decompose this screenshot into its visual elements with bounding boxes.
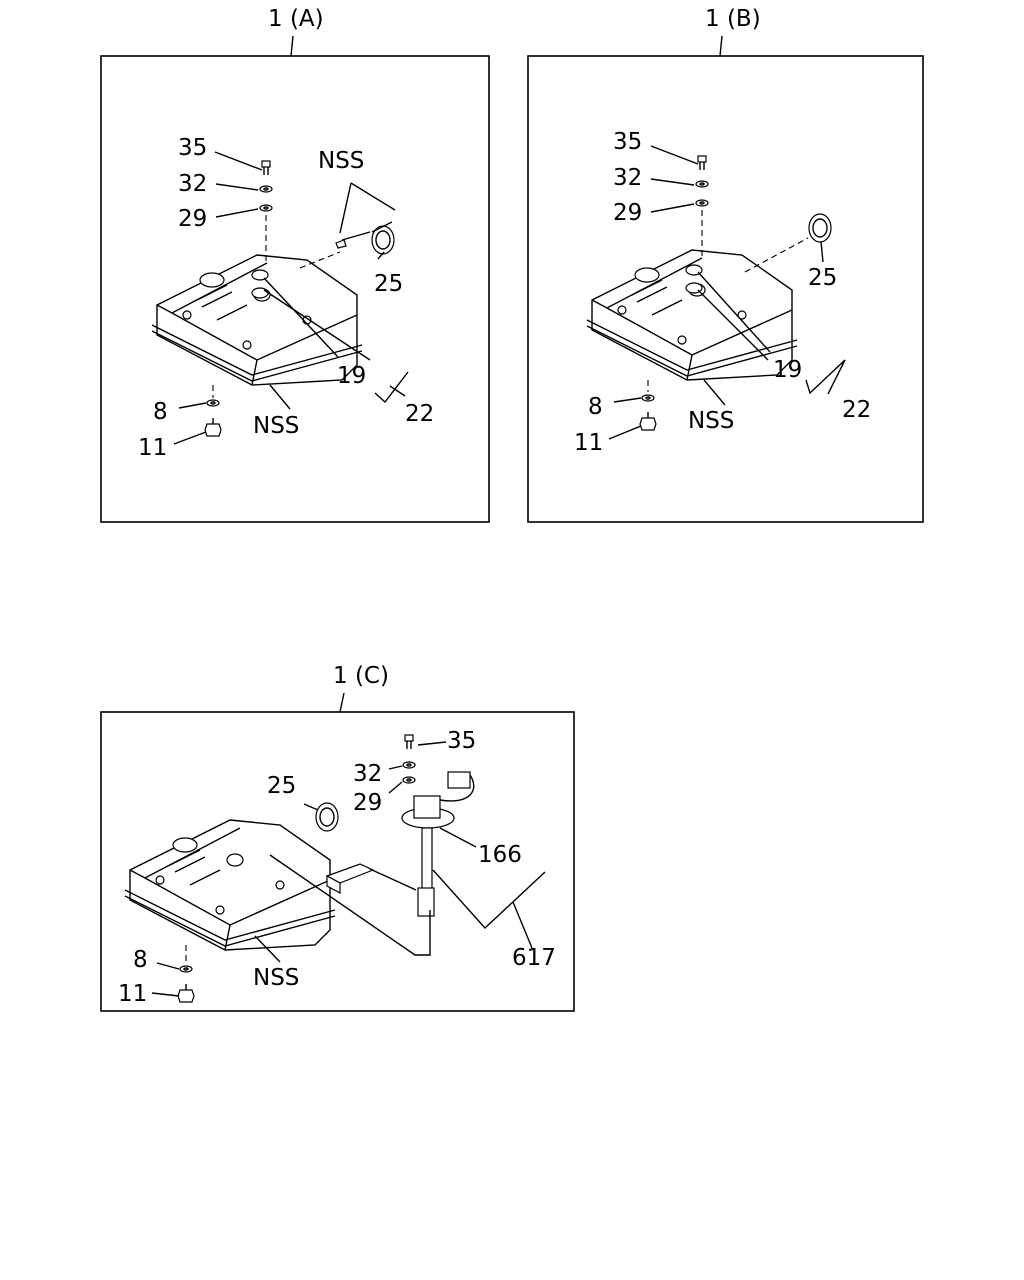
label-35-b: 35 xyxy=(613,129,642,155)
label-35-a: 35 xyxy=(178,135,207,161)
label-19-b: 19 xyxy=(773,357,802,383)
label-25-c: 25 xyxy=(267,773,296,799)
washer-8-b xyxy=(641,394,655,402)
washer-32-c xyxy=(402,761,416,769)
grommet-25-c xyxy=(315,802,339,832)
label-8-c: 8 xyxy=(133,947,148,973)
label-nss-top-a: NSS xyxy=(318,148,364,174)
label-11-b: 11 xyxy=(574,430,603,456)
label-32-c: 32 xyxy=(353,761,382,787)
washer-8-c xyxy=(179,965,193,973)
washer-32-b xyxy=(695,180,709,188)
nut-11-c xyxy=(177,983,195,1003)
label-29-a: 29 xyxy=(178,206,207,232)
washer-8-a xyxy=(206,399,220,407)
fuel-pump-unit-166 xyxy=(401,771,475,917)
label-19-a: 19 xyxy=(337,363,366,389)
fuel-tank-c xyxy=(124,819,336,951)
diagram-b: 1 (B) 35 32 29 25 19 22 8 11 xyxy=(527,6,924,523)
float-617 xyxy=(325,863,417,895)
label-29-c: 29 xyxy=(353,790,382,816)
label-22-a: 22 xyxy=(405,401,434,427)
diagram-b-title: 1 (B) xyxy=(705,6,761,32)
diagram-a: 1 (A) 35 32 29 NSS 25 1 xyxy=(100,6,490,523)
label-8-a: 8 xyxy=(153,399,168,425)
label-166-c: 166 xyxy=(478,842,522,868)
label-32-a: 32 xyxy=(178,171,207,197)
bolt-35-a xyxy=(261,160,271,176)
label-nss-bottom-a: NSS xyxy=(253,413,299,439)
washer-32-a xyxy=(259,185,273,193)
label-35-c: 35 xyxy=(447,728,476,754)
grommet-25-b xyxy=(808,213,832,243)
diagram-c: 1 (C) xyxy=(100,663,575,1012)
washer-29-a xyxy=(259,204,273,212)
label-8-b: 8 xyxy=(588,394,603,420)
washer-29-c xyxy=(402,776,416,784)
diagram-a-frame xyxy=(100,55,490,523)
label-nss-bottom-b: NSS xyxy=(688,408,734,434)
bolt-35-c xyxy=(404,734,414,750)
label-617-c: 617 xyxy=(512,945,556,971)
diagram-b-frame xyxy=(527,55,924,523)
label-25-a: 25 xyxy=(374,271,403,297)
washer-29-b xyxy=(695,199,709,207)
nut-11-b xyxy=(639,411,657,431)
label-25-b: 25 xyxy=(808,265,837,291)
label-nss-bottom-c: NSS xyxy=(253,965,299,991)
bolt-35-b xyxy=(697,155,707,171)
label-22-b: 22 xyxy=(842,397,871,423)
nut-11-a xyxy=(204,417,222,437)
diagram-a-title: 1 (A) xyxy=(268,6,324,32)
label-11-c: 11 xyxy=(118,981,147,1007)
label-32-b: 32 xyxy=(613,165,642,191)
label-29-b: 29 xyxy=(613,200,642,226)
label-11-a: 11 xyxy=(138,435,167,461)
diagram-c-frame xyxy=(100,711,575,1012)
diagram-c-title: 1 (C) xyxy=(333,663,389,689)
